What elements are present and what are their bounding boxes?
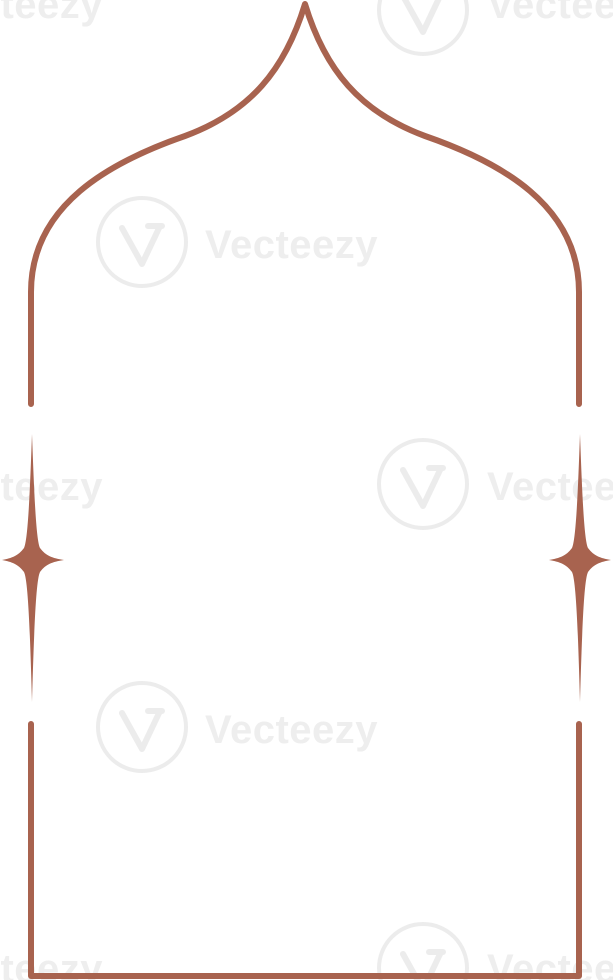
arch-dome-path [28,1,582,407]
watermark-text: Vecteezy [487,0,613,27]
watermark-text: Vecteezy [0,0,103,27]
right-sparkle-icon [549,434,611,702]
watermark-text: Vecteezy [487,465,613,509]
watermark-logo-icon [377,438,469,530]
arch-outline [28,1,582,979]
watermark-logo-icon [96,681,188,773]
watermark-text: Vecteezy [0,465,103,509]
left-sparkle-icon [2,434,64,702]
watermark-logo-icon [96,196,188,288]
arch-left-lower-side [28,721,582,979]
watermark-text: Vecteezy [205,223,378,267]
watermark-logo-icon [377,0,469,56]
sparkle-ornaments [2,434,611,702]
watermark-text: Vecteezy [205,708,378,752]
watermark-logo-icon [377,922,469,980]
